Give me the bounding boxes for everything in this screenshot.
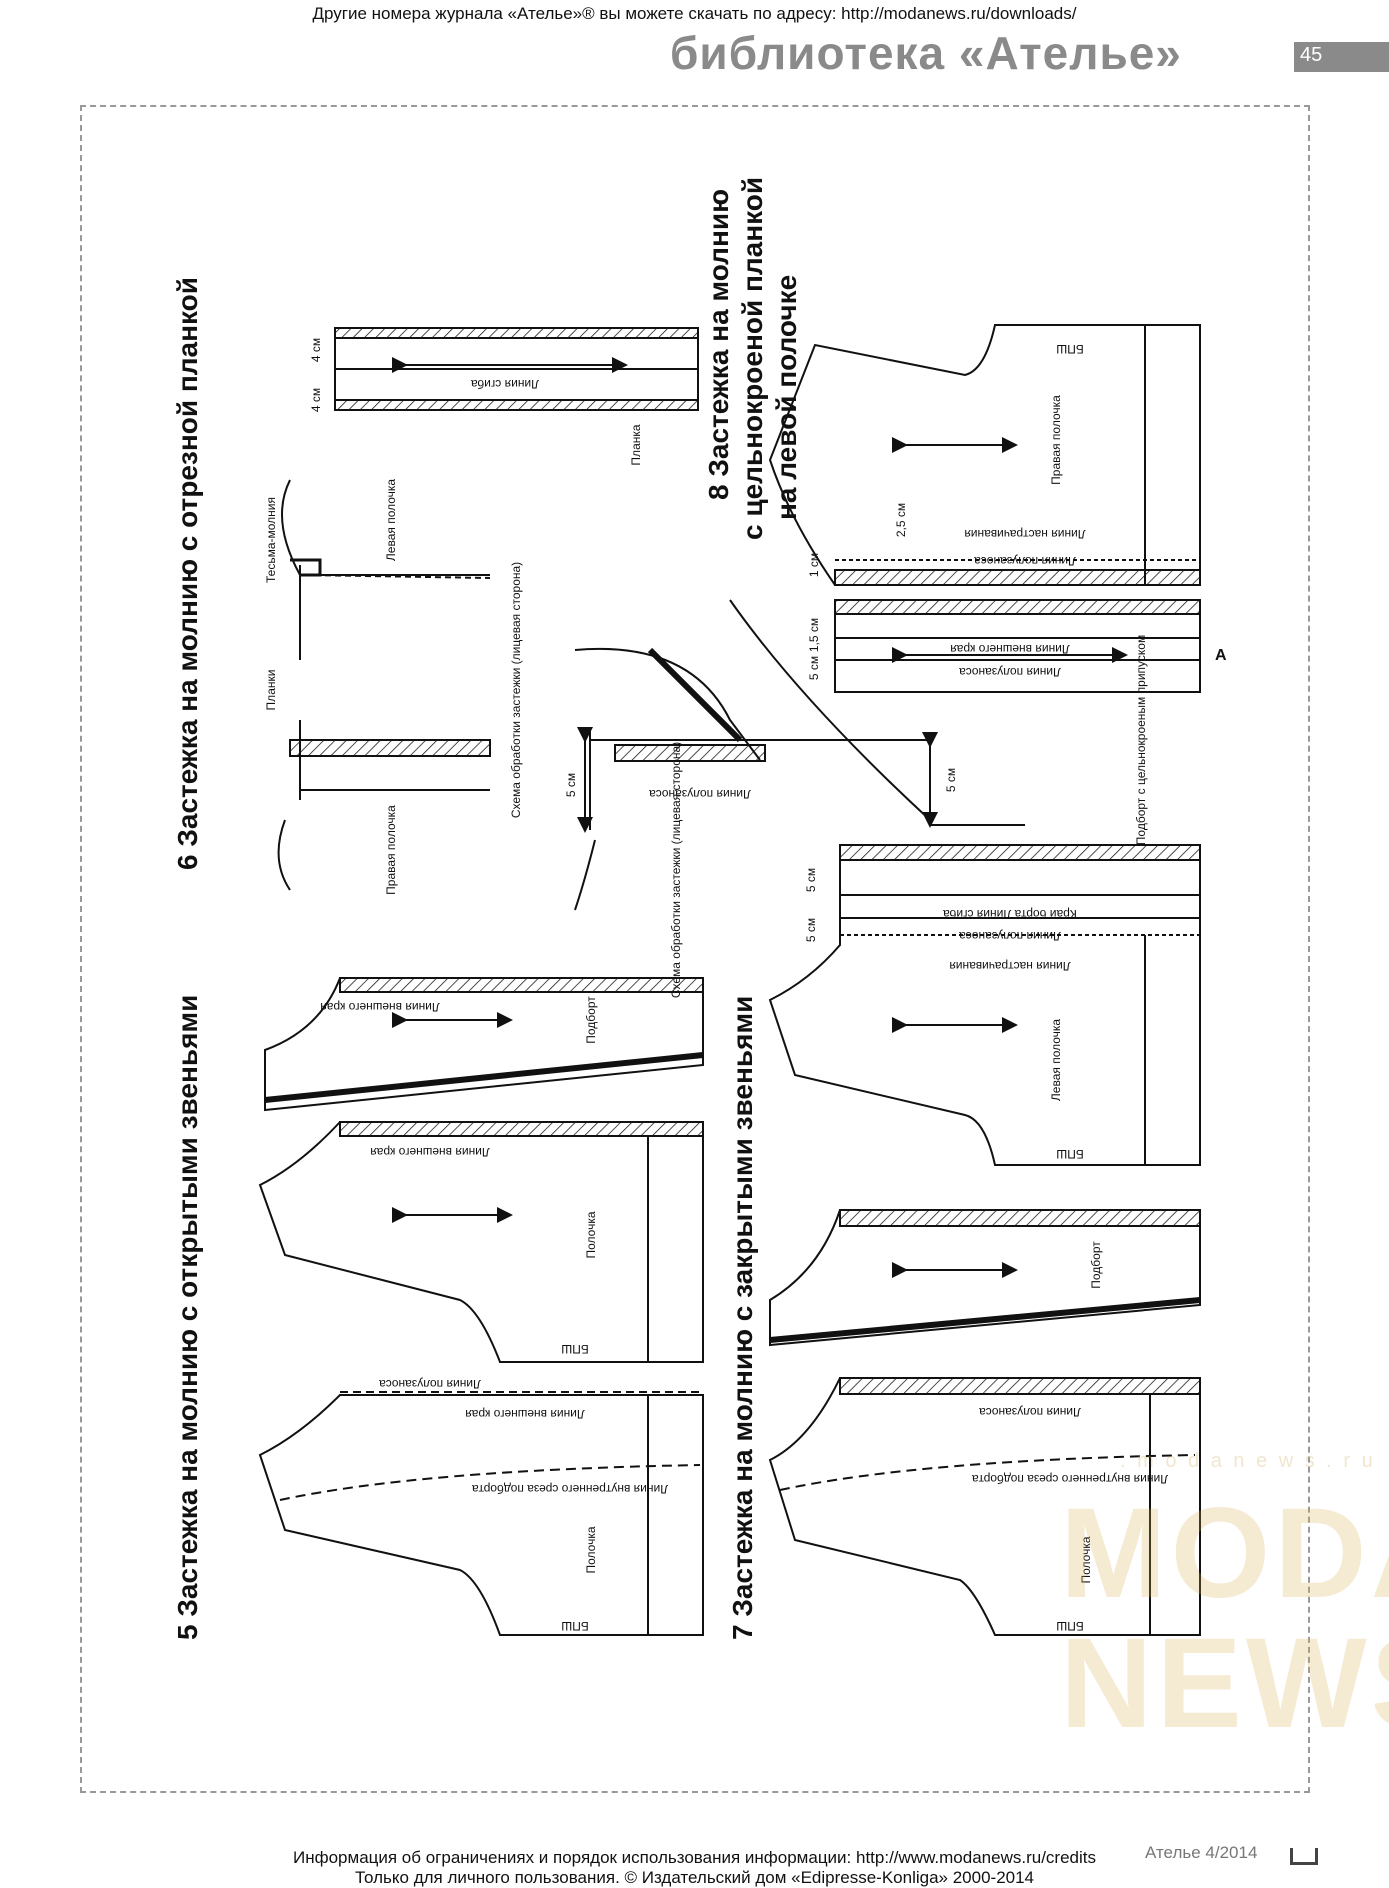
- top-url-line: Другие номера журнала «Ателье»® вы может…: [312, 4, 1077, 23]
- corner-icon: [1290, 1848, 1318, 1865]
- s8-schema-dim-5b: 5 см: [944, 768, 958, 792]
- s6-label-schema: Схема обработки застежки (лицевая сторон…: [509, 562, 523, 818]
- s8-label-pravaya: Правая полочка: [1049, 395, 1063, 485]
- content-frame: [80, 105, 1310, 1793]
- s6-planka-piece: [334, 327, 699, 411]
- s8-schema-label-polu: Линия полузаноса: [649, 787, 751, 801]
- s8-label-polu-2: Линия полузаноса: [959, 665, 1061, 679]
- s8-podbort-piece: [834, 599, 1201, 693]
- s8-levaya-dim-5b: 5 см: [804, 918, 818, 942]
- s6-label-pravaya: Правая полочка: [384, 805, 398, 895]
- issue-label: Ателье 4/2014: [1145, 1843, 1258, 1862]
- s8-levaya-label-krai: Край борта Линия сгиба: [943, 907, 1077, 921]
- page-tab: [1294, 42, 1389, 72]
- footer-line-1: Информация об ограничениях и порядок исп…: [293, 1848, 1096, 1867]
- s8-levaya-piece: [768, 844, 1201, 1166]
- brand-title: библиотека «Ателье»: [670, 27, 1182, 79]
- s5-label-bpsh-2: БПШ: [561, 1619, 589, 1633]
- footer-line-2: Только для личного пользования. © Издате…: [354, 1868, 1035, 1887]
- s7-polochka-piece: [768, 1377, 1201, 1636]
- s7-label-vnutr: Линия внутреннего среза подборта: [972, 1472, 1168, 1486]
- watermark-moda: MODA: [1060, 1482, 1389, 1625]
- s8-schema-label: Схема обработки застежки (лицевая сторон…: [669, 742, 683, 998]
- s7-label-podbort: Подборт: [1089, 1241, 1103, 1289]
- s5-label-vnutr: Линия внутреннего среза подборта: [472, 1482, 668, 1496]
- s8-levaya-label-levaya: Левая полочка: [1049, 1019, 1063, 1102]
- s5-podbort-piece: [264, 977, 704, 1112]
- s5-label-podbort: Подборт: [584, 996, 598, 1044]
- s8-pravaya-piece: [768, 324, 1201, 586]
- s8-dim-25: 2,5 см: [894, 503, 908, 537]
- s8-dim-15: 1,5 см: [807, 618, 821, 652]
- s7-label-bpsh: БПШ: [1056, 1619, 1084, 1633]
- s6-label-planka: Планка: [629, 424, 643, 465]
- s8-levaya-label-nastr: Линия настрачивания: [949, 959, 1070, 973]
- s5-label-vnesh: Линия внешнего края: [320, 1000, 440, 1014]
- s8-label-nastr: Линия настрачивания: [964, 527, 1085, 541]
- s8-label-bpsh: БПШ: [1056, 342, 1084, 356]
- s7-label-polochka: Полочка: [1079, 1536, 1093, 1583]
- s6-dim-4a: 4 см: [309, 388, 323, 412]
- s5-label-polu: Линия полузаноса: [379, 1377, 481, 1391]
- s8-label-podbort: Подборт с цельнокроеным припуском: [1134, 635, 1148, 845]
- s6-schema: [277, 479, 491, 891]
- s8-point-a: А: [1215, 647, 1227, 664]
- watermark-url: . m o d a n e w s . r u: [1120, 1450, 1376, 1472]
- s5-label-vnesh-2: Линия внешнего края: [370, 1145, 490, 1159]
- s6-label-sgiba: Линия сгиба: [471, 377, 539, 391]
- s8-schema-dim-5a: 5 см: [564, 773, 578, 797]
- s5-label-polochka: Полочка: [584, 1211, 598, 1258]
- s6-label-tesma: Тесьма-молния: [264, 497, 278, 583]
- s5-label-polochka-2: Полочка: [584, 1526, 598, 1573]
- s8-label-vnesh: Линия внешнего края: [950, 642, 1070, 656]
- page-number: 45: [1300, 44, 1323, 66]
- watermark: . m o d a n e w s . r u MODA NEWS: [1060, 1450, 1389, 1770]
- s5-label-vnesh-3: Линия внешнего края: [465, 1407, 585, 1421]
- s8-dim-1: 1 см: [807, 553, 821, 577]
- s5-polochka-piece: [258, 1121, 704, 1363]
- watermark-news: NEWS: [1060, 1612, 1389, 1755]
- s8-schema: [574, 599, 1025, 911]
- s8-levaya-dim-5a: 5 см: [804, 868, 818, 892]
- s8-label-polu: Линия полузаноса: [974, 554, 1076, 568]
- s5-polochka-2-piece: [258, 1391, 704, 1636]
- s6-dim-4b: 4 см: [309, 338, 323, 362]
- s7-podbort-piece: [769, 1209, 1201, 1347]
- s6-label-planki: Планки: [264, 670, 278, 711]
- s8-levaya-label-polu: Линия полузаноса: [959, 929, 1061, 943]
- s8-dim-5: 5 см: [807, 656, 821, 680]
- s7-label-polu: Линия полузаноса: [979, 1405, 1081, 1419]
- s8-levaya-label-bpsh: БПШ: [1056, 1147, 1084, 1161]
- s6-label-levaya: Левая полочка: [384, 479, 398, 562]
- s5-label-bpsh: БПШ: [561, 1342, 589, 1356]
